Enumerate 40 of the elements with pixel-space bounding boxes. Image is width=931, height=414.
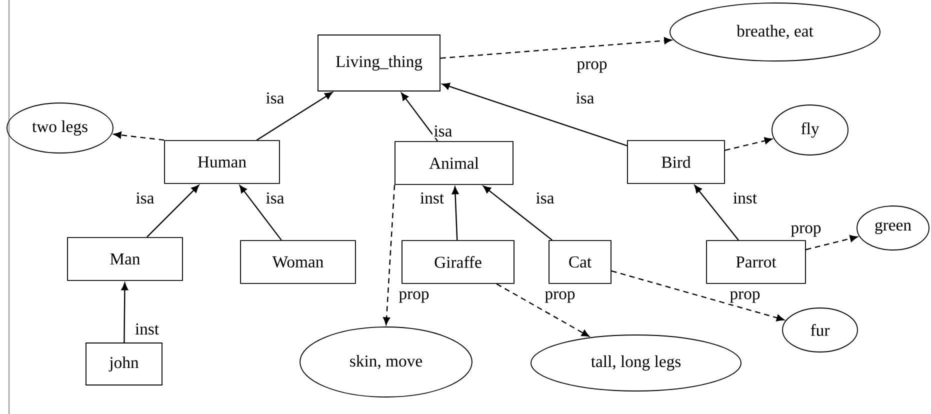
arrow [239,185,282,240]
edge-label: prop [728,290,762,304]
concept-box: Giraffe [402,240,514,284]
arrow [724,137,772,151]
edge-label: isa [574,91,596,105]
edge-label: inst [418,191,446,205]
edge-label: prop [543,290,577,304]
edge-label: prop [397,290,431,304]
concept-box: Woman [240,240,356,284]
arrow [452,186,459,240]
arrow [611,270,784,322]
arrow [121,282,128,343]
arrow [440,37,672,59]
arrow [483,186,552,241]
edge-label: isa [264,191,286,205]
edge-label: isa [534,191,556,205]
edge-label: inst [134,322,160,336]
concept-box: Bird [627,140,725,184]
edge-label: isa [432,124,454,138]
edge-label: prop [789,224,823,238]
arrow [496,283,590,337]
arrow [383,184,396,325]
arrow [114,132,164,141]
edge-label: isa [264,91,286,105]
arrow [256,92,333,141]
edge-label: isa [134,191,156,205]
concept-box: Animal [394,141,514,185]
concept-box: Man [67,237,183,281]
arrow [442,82,628,146]
arrow [146,184,200,238]
concept-box: john [86,342,162,386]
concept-box: Human [164,140,280,184]
edge-label: prop [575,60,609,74]
edge-label: inst [732,191,758,205]
concept-box: Living_thing [318,34,440,92]
arrow [694,185,739,240]
arrow [401,92,438,142]
arrow [806,235,858,250]
concept-box: Cat [548,240,612,284]
concept-box: Parrot [706,240,806,284]
